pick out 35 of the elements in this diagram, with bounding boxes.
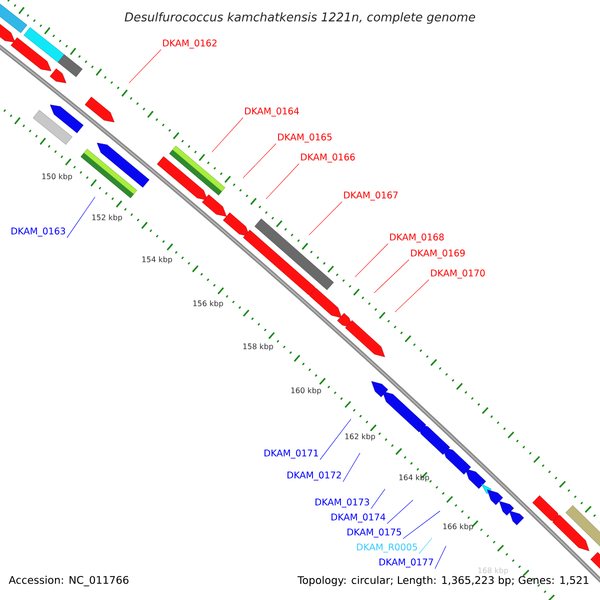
leader-line: [242, 143, 276, 178]
leader-line: [354, 243, 388, 278]
leader-line: [320, 418, 352, 460]
gene-label: DKAM_0171: [264, 450, 318, 458]
title: Desulfurococcus kamchatkensis 1221n, complete genome: [124, 12, 476, 24]
footer-text: Topology: circular; Length: 1,365,223 bp; Genes: 1,521: [298, 576, 588, 586]
leader-line: [402, 510, 440, 539]
leader-line: [418, 538, 432, 554]
gene-label: DKAM_0175: [348, 528, 401, 538]
gene-label: DKAM_0173: [316, 498, 370, 508]
leader-line: [266, 163, 300, 200]
gene-label: DKAM_0167: [344, 192, 398, 200]
gene-label: DKAM_0174: [332, 514, 386, 522]
gene-label: DKAM_0168: [390, 234, 444, 242]
leader-line: [434, 546, 446, 569]
leader-line: [66, 196, 96, 238]
gene-label: DKAM_0166: [301, 154, 355, 162]
footer-text: Accession: NC_011766: [8, 576, 128, 586]
gene-label: DKAM_0162: [163, 40, 216, 48]
gene-label: DKAM_0165: [278, 134, 332, 142]
leader-line: [370, 488, 386, 509]
gene-label: DKAM_0169: [411, 250, 465, 258]
leader-line: [212, 117, 244, 152]
gene-label: DKAM_0172: [288, 472, 341, 480]
leader-line: [394, 279, 430, 312]
gene-label: DKAM_0177: [380, 558, 434, 568]
leader-line: [128, 49, 162, 84]
gene-label: DKAM_R0005: [357, 544, 417, 552]
gene-label: DKAM_0164: [245, 108, 299, 116]
leader-line: [342, 452, 360, 482]
gene-label: DKAM_0163: [12, 228, 66, 236]
leader-line: [308, 201, 342, 236]
leader-line: [374, 259, 410, 294]
gene-label: DKAM_0170: [431, 270, 485, 278]
leader-line: [386, 500, 414, 524]
